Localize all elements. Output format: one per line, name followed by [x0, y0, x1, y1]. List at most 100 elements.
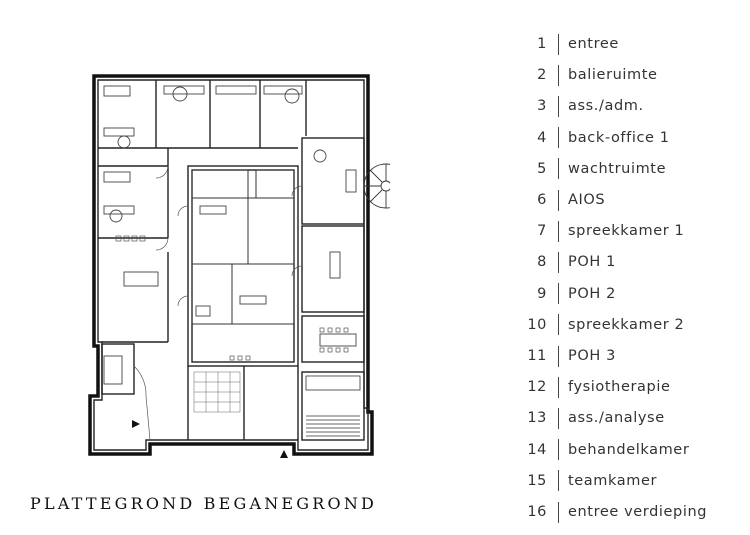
room-core-6	[255, 169, 295, 199]
table-round-4	[109, 209, 123, 223]
desk-core-2	[239, 295, 267, 305]
core-block	[187, 165, 299, 367]
chair	[245, 355, 251, 361]
legend-divider	[558, 251, 559, 273]
legend-divider	[558, 64, 559, 86]
legend-label: POH 3	[568, 348, 616, 364]
reception-desk	[103, 355, 123, 385]
entrance-arrows	[132, 420, 288, 458]
door-7	[133, 365, 147, 397]
door-5	[291, 185, 303, 197]
legend-divider	[558, 376, 559, 398]
table-round-3	[284, 88, 300, 104]
core-inner	[191, 169, 295, 363]
room-core-5	[231, 263, 295, 325]
legend-label: spreekkamer 2	[568, 316, 685, 333]
stairs	[305, 375, 361, 437]
furniture	[103, 85, 357, 385]
outer-wall-main	[88, 74, 374, 456]
door-4	[177, 295, 189, 307]
chair	[319, 347, 325, 353]
chair	[327, 347, 333, 353]
legend-divider	[558, 220, 559, 242]
legend-divider	[558, 470, 559, 492]
spiral-step	[369, 169, 383, 183]
legend-divider	[558, 407, 559, 429]
table-round-5	[313, 149, 327, 163]
toilet-grid	[193, 371, 241, 413]
legend-label: spreekkamer 1	[568, 223, 685, 240]
legend-number: 2	[537, 67, 547, 84]
table-right-1	[319, 333, 357, 347]
floor-plan-drawing	[88, 74, 409, 458]
legend-divider	[558, 158, 559, 180]
desk-top-1	[163, 85, 205, 95]
chairs	[115, 235, 349, 361]
legend-label: back-office 1	[568, 129, 670, 146]
legend-divider	[558, 439, 559, 461]
legend-item: 14 behandelkamer	[515, 438, 740, 462]
plan-title: PLATTEGROND BEGANEGROND	[30, 494, 378, 513]
chair	[335, 347, 341, 353]
chair	[229, 355, 235, 361]
stair-room	[301, 371, 365, 441]
legend-label: ass./adm.	[568, 98, 644, 115]
legend-label: ass./analyse	[568, 410, 665, 427]
legend-label: entree verdieping	[568, 504, 708, 520]
legend-divider	[558, 95, 559, 117]
table-round-1	[117, 135, 131, 149]
chair	[343, 327, 349, 333]
legend-label: behandelkamer	[568, 441, 690, 458]
right-room-1	[301, 137, 365, 225]
bed-left-2	[103, 171, 131, 183]
legend-label: POH 2	[568, 285, 616, 302]
legend-divider	[558, 189, 559, 211]
table-left	[123, 271, 159, 287]
legend-number: 8	[537, 254, 547, 271]
legend-divider	[558, 127, 559, 149]
room-core-1	[191, 169, 249, 199]
door-2	[155, 237, 169, 251]
right-room-3	[301, 315, 365, 363]
entrance-arrow-left	[132, 420, 140, 428]
inner-wall-outline	[93, 79, 369, 451]
chair	[335, 327, 341, 333]
chair	[319, 327, 325, 333]
core-rooms	[191, 169, 295, 325]
chair	[237, 355, 243, 361]
legend-divider	[558, 501, 559, 523]
door-1	[155, 165, 169, 179]
legend-divider	[558, 345, 559, 367]
legend-number: 12	[527, 379, 547, 396]
legend-label: entree	[568, 36, 619, 52]
vestibule	[101, 343, 135, 395]
legend-number: 14	[527, 441, 547, 458]
legend-divider	[558, 283, 559, 305]
legend-number: 15	[527, 472, 547, 489]
legend-item: 7 spreekkamer 1	[515, 219, 740, 243]
right-room-2	[301, 225, 365, 313]
legend-number: 6	[537, 192, 547, 208]
desk-2	[103, 205, 135, 215]
legend-number: 7	[537, 223, 547, 240]
legend-label: wachtruimte	[568, 160, 667, 177]
stair-block	[305, 375, 361, 391]
desk-1	[103, 127, 135, 137]
legend-divider	[558, 33, 559, 55]
desk-core	[199, 205, 227, 215]
floor-plan	[80, 66, 409, 466]
legend-divider	[558, 314, 559, 336]
desk-top-2	[215, 85, 257, 95]
legend-number: 16	[527, 504, 547, 520]
bed-right-2	[345, 169, 357, 193]
